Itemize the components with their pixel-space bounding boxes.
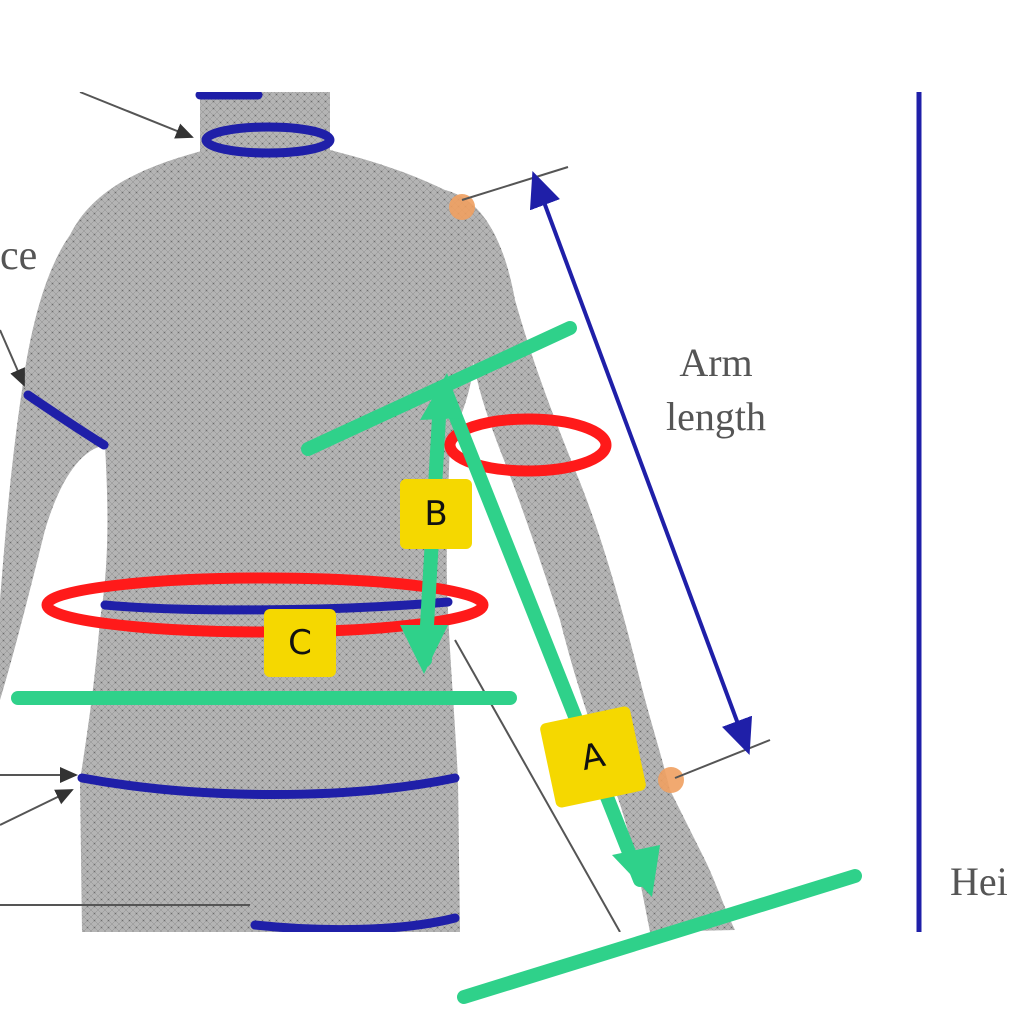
badge-c: C xyxy=(264,609,336,677)
left-cropped-label: ce xyxy=(0,233,38,279)
upper-arm-band xyxy=(23,390,109,450)
measurement-bands xyxy=(23,90,460,935)
arm-red-ring xyxy=(444,413,612,477)
hip-band xyxy=(77,773,460,799)
height-label: Hei xyxy=(950,859,1008,904)
shoulder-landmark xyxy=(449,194,475,220)
green-arrowheads xyxy=(400,373,660,897)
arm-length-label: Arm length xyxy=(666,340,766,439)
neck-band xyxy=(201,122,335,158)
thigh-band xyxy=(250,913,460,935)
wrist-landmark xyxy=(658,767,684,793)
leader-lines xyxy=(0,91,771,933)
waist-band xyxy=(100,597,453,615)
arm-length-arrow xyxy=(529,171,753,755)
green-overlays xyxy=(11,321,862,1004)
arrow-a-shaft xyxy=(439,385,647,887)
fingertip-line xyxy=(457,869,862,1004)
badge-b: B xyxy=(400,479,472,549)
